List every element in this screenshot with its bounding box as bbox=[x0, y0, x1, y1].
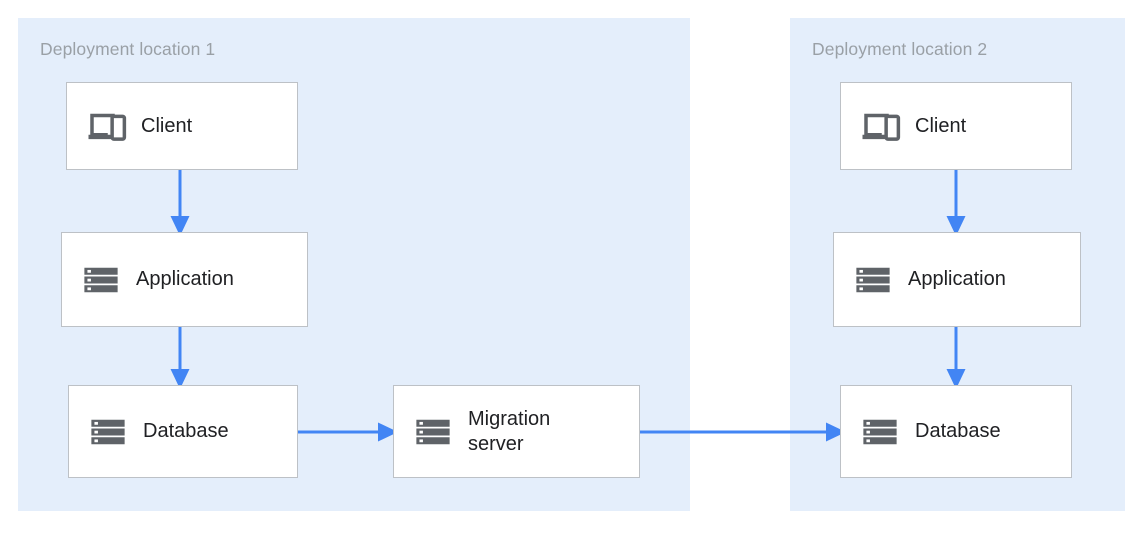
node-database-2-label: Database bbox=[915, 420, 1001, 442]
node-client-1-label: Client bbox=[141, 114, 193, 137]
node-application-2-label: Application bbox=[908, 268, 1006, 290]
server-icon bbox=[856, 267, 890, 292]
server-icon bbox=[863, 419, 897, 444]
node-database-1-label: Database bbox=[143, 420, 229, 442]
connector-application-1-to-database-1 bbox=[170, 325, 190, 389]
server-icon bbox=[416, 419, 450, 444]
deployment-location-1-label: Deployment location 1 bbox=[40, 39, 216, 59]
node-database-2[interactable]: Database bbox=[840, 385, 1072, 478]
devices-icon bbox=[88, 113, 127, 141]
connector-client-1-to-application-1 bbox=[170, 168, 190, 236]
node-client-2-label: Client bbox=[915, 114, 967, 137]
connector-migration-server-to-database-2 bbox=[638, 422, 846, 442]
node-database-1[interactable]: Database bbox=[68, 385, 298, 478]
connector-application-2-to-database-2 bbox=[946, 325, 966, 389]
devices-icon bbox=[862, 113, 901, 141]
node-application-1-label: Application bbox=[136, 268, 234, 290]
deployment-location-2-label: Deployment location 2 bbox=[812, 39, 988, 59]
node-migration-server[interactable]: Migration server bbox=[393, 385, 640, 478]
node-application-2[interactable]: Application bbox=[833, 232, 1081, 327]
server-icon bbox=[91, 419, 125, 444]
node-application-1[interactable]: Application bbox=[61, 232, 308, 327]
node-migration-server-label: Migration server bbox=[468, 407, 551, 455]
server-icon bbox=[84, 267, 118, 292]
connector-database-1-to-migration-server bbox=[296, 422, 398, 442]
node-client-1[interactable]: Client bbox=[66, 82, 298, 170]
connector-client-2-to-application-2 bbox=[946, 168, 966, 236]
node-client-2[interactable]: Client bbox=[840, 82, 1072, 170]
